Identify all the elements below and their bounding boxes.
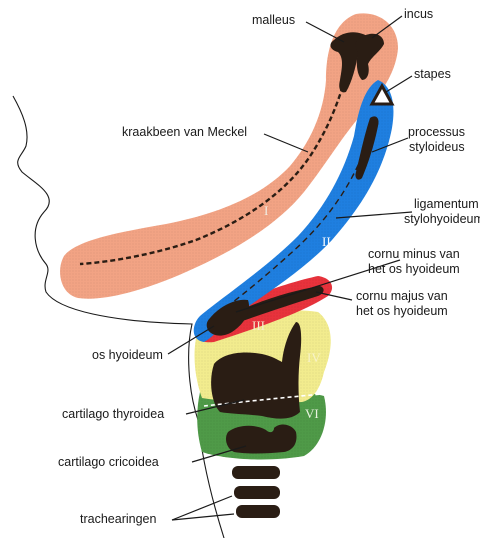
label-cornu-majus-1: cornu majus van: [356, 289, 448, 303]
arch-label-iv: IV: [307, 350, 321, 365]
label-meckel: kraakbeen van Meckel: [122, 125, 247, 139]
arch-label-vi: VI: [305, 406, 319, 421]
leader-trachea-2: [172, 514, 234, 520]
label-incus: incus: [404, 7, 433, 21]
leader-trachea-1: [172, 496, 232, 520]
label-ligament-2: stylohyoideum: [404, 212, 480, 226]
arch-label-ii: II: [322, 234, 331, 249]
label-styloid-1: processus: [408, 125, 465, 139]
label-ligament-1: ligamentum: [414, 197, 479, 211]
label-stapes: stapes: [414, 67, 451, 81]
label-hyoid: os hyoideum: [92, 348, 163, 362]
label-cornu-majus-2: het os hyoideum: [356, 304, 448, 318]
face-outline: [13, 96, 224, 538]
tracheal-ring: [232, 466, 280, 479]
label-cricoid: cartilago cricoidea: [58, 455, 159, 469]
label-cornu-minus-1: cornu minus van: [368, 247, 460, 261]
label-styloid-2: styloideus: [409, 140, 465, 154]
label-trachea: trachearingen: [80, 512, 156, 526]
label-cornu-minus-2: het os hyoideum: [368, 262, 460, 276]
tracheal-ring: [236, 505, 280, 518]
arch-label-iii: III: [252, 318, 265, 333]
label-thyroid: cartilago thyroidea: [62, 407, 164, 421]
leader-meckel: [264, 134, 308, 152]
tracheal-ring: [234, 486, 280, 499]
arch-label-i: I: [264, 203, 268, 218]
leader-stapes: [386, 76, 412, 92]
label-malleus: malleus: [252, 13, 295, 27]
